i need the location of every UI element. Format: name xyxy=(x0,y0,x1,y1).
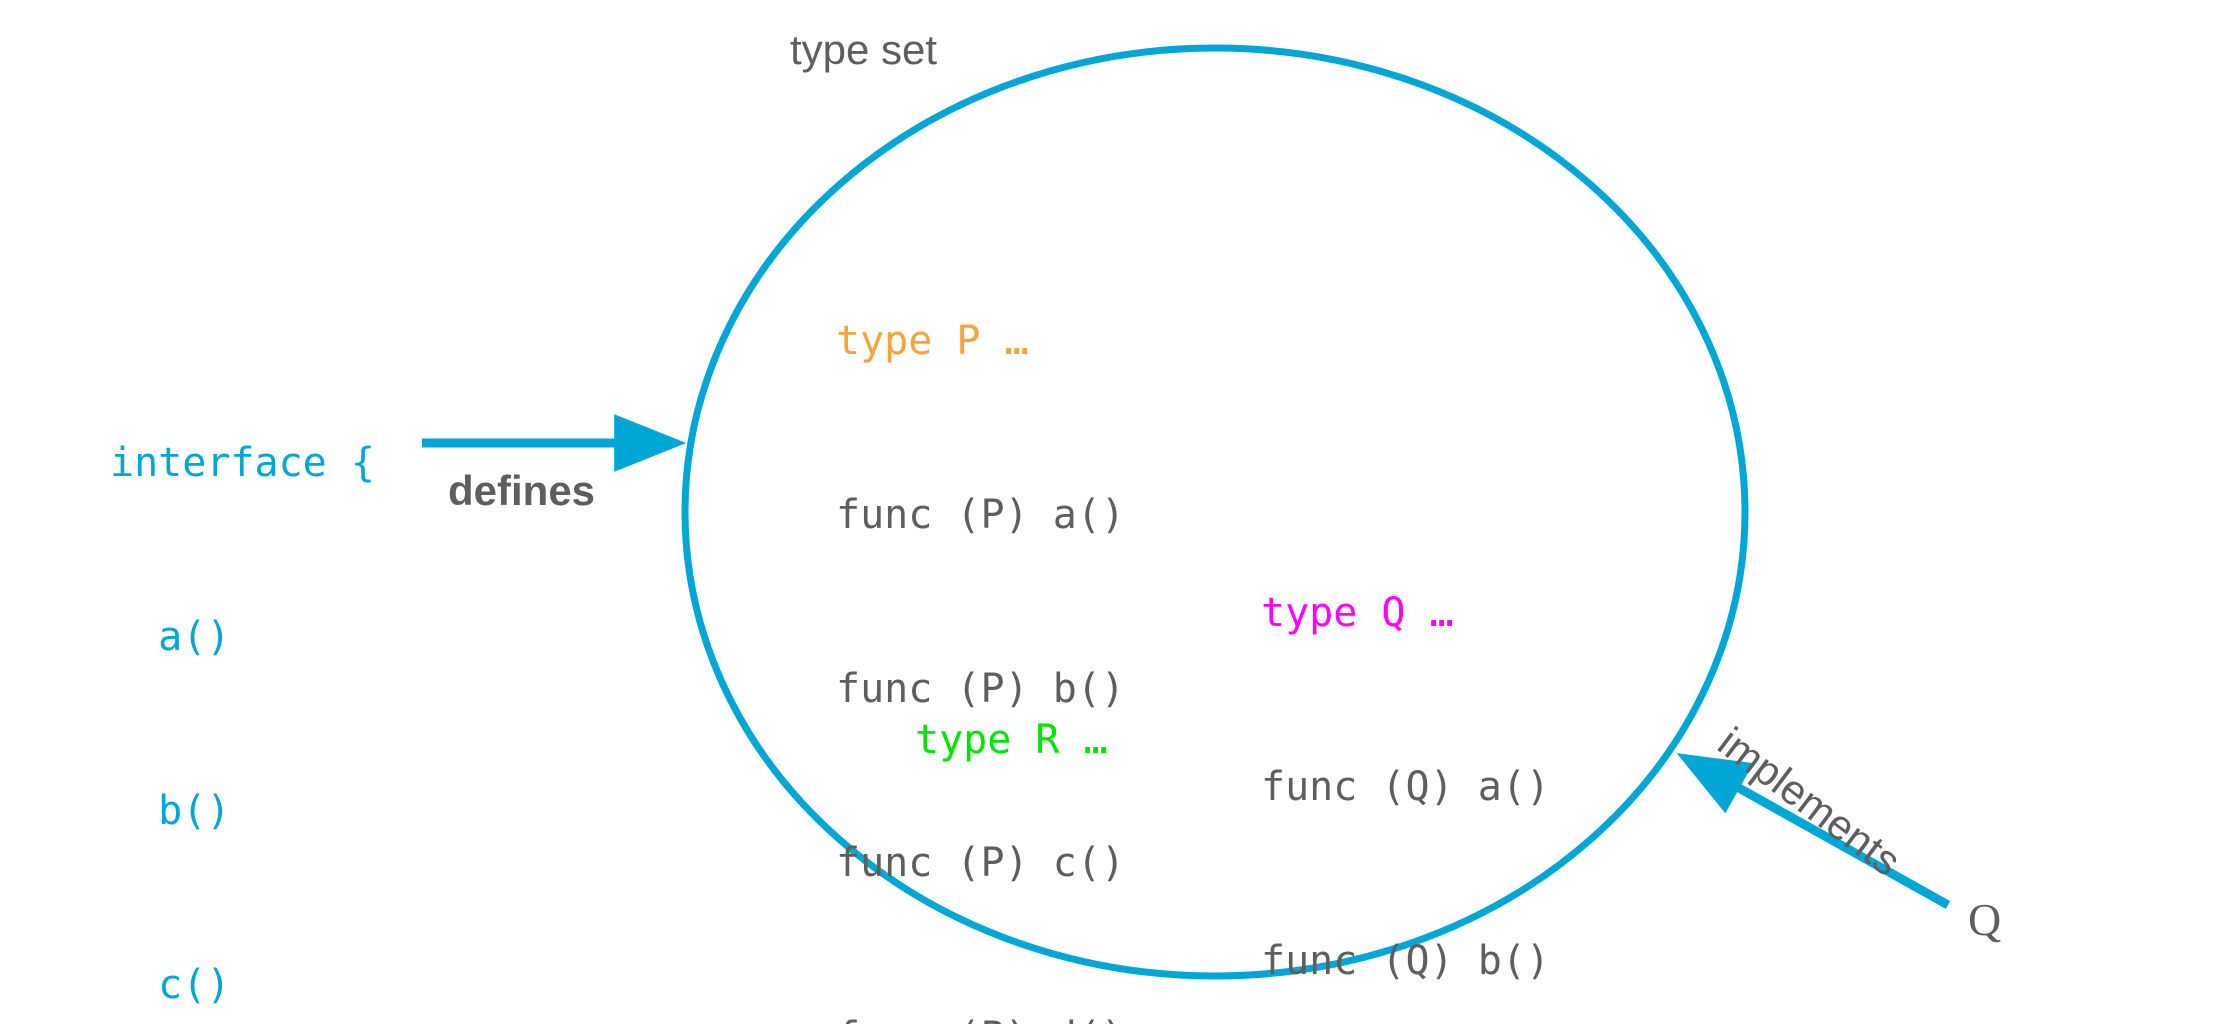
type-p-method-c: func (P) c() xyxy=(836,840,1125,886)
interface-method-b: b() xyxy=(158,788,231,834)
type-q-method-a: func (Q) a() xyxy=(1261,764,1550,810)
type-p-method-b: func (P) b() xyxy=(836,666,1125,712)
type-p-method-a: func (P) a() xyxy=(836,492,1125,538)
type-p-method-d: func (P) d() xyxy=(836,1008,1125,1024)
type-p-header: type P … xyxy=(836,318,1029,364)
type-r-block: type R … xyxy=(915,595,1108,885)
interface-header: interface { xyxy=(110,440,375,486)
type-q-header: type Q … xyxy=(1261,590,1454,636)
type-q-block: type Q … func (Q) a() func (Q) b() func … xyxy=(1261,468,1550,1024)
interface-declaration-block: interface { a() b() c() } xyxy=(110,318,375,1024)
type-set-label: type set xyxy=(790,26,938,73)
interface-method-a: a() xyxy=(158,614,231,660)
implements-label: implements xyxy=(1709,718,1910,885)
type-r-header: type R … xyxy=(915,717,1108,763)
type-q-method-b: func (Q) b() xyxy=(1261,938,1550,984)
implements-source-q-label: Q xyxy=(1968,894,2002,945)
defines-label: defines xyxy=(448,467,596,514)
interface-method-c: c() xyxy=(158,962,231,1008)
type-p-block: type P … func (P) a() func (P) b() func … xyxy=(836,196,1125,1024)
